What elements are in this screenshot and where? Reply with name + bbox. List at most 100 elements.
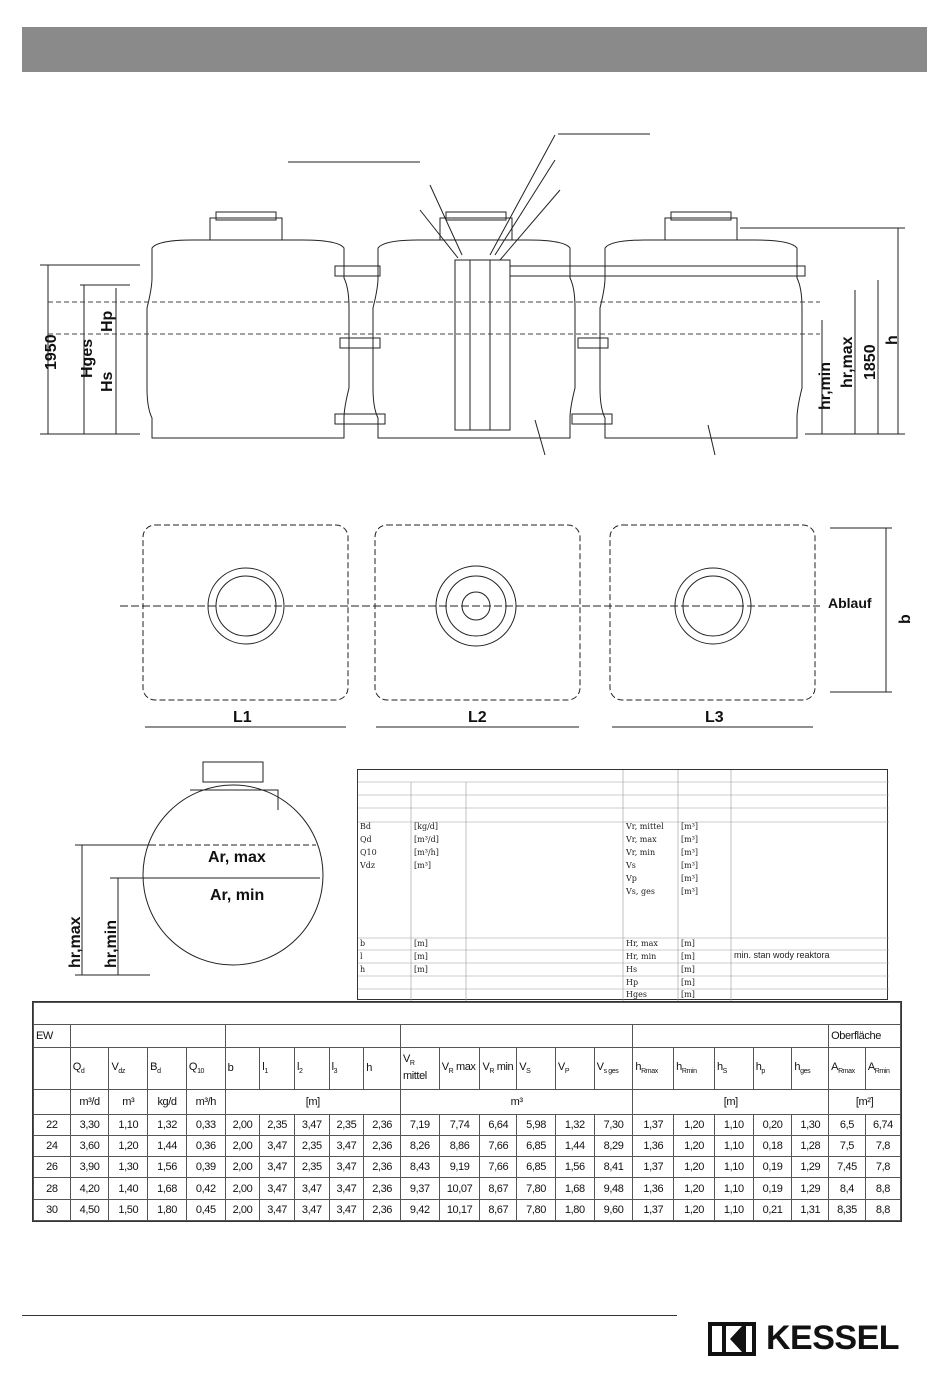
legend-unit-hs: [m] [681,965,695,974]
value-cell: 1,20 [673,1198,715,1222]
legend-unit-vr-max: [m³] [681,835,699,844]
label-b: b [897,614,914,624]
legend-sym-l: l [360,952,363,961]
legend-unit-vs: [m³] [681,861,699,870]
value-cell: 0,36 [185,1134,226,1158]
label-ar-max: Ar, max [208,849,266,866]
ew-cell: 24 [33,1134,71,1158]
legend-sym-q10: Q10 [360,848,377,857]
label-ar-min: Ar, min [210,887,264,904]
value-cell: 1,80 [554,1198,595,1222]
value-cell: 2,00 [224,1177,261,1200]
elevation-drawing: 1950 Hges Hp Hs hr,min hr,max 1850 h [40,133,905,456]
value-cell: 8,8 [864,1177,902,1200]
value-cell: 1,10 [713,1198,754,1222]
legend-sym-hr-max: Hr, max [626,939,658,948]
legend-sym-vp: Vp [626,874,637,883]
group-header-dims [224,1024,401,1048]
value-cell: 7,8 [864,1134,902,1158]
legend-unit-q10: [m³/h] [414,848,439,857]
legend-unit-vr-min: [m³] [681,848,699,857]
value-cell: 1,20 [108,1134,149,1158]
value-cell: 1,68 [147,1177,187,1200]
value-cell: 0,18 [752,1134,793,1158]
value-cell: 1,56 [554,1156,595,1179]
value-cell: 3,47 [328,1134,365,1158]
label-hr-max: hr,max [839,336,856,388]
value-cell: 3,47 [259,1177,295,1200]
kessel-logo-text: KESSEL [766,1319,900,1357]
value-cell: 2,36 [363,1113,401,1136]
value-cell: 1,32 [147,1113,187,1136]
value-cell: 7,19 [399,1113,440,1136]
value-cell: 1,30 [108,1156,149,1179]
unit-row: m³/d m³ kg/d m³/h [m] m³ [m] [m²] [33,1089,901,1115]
value-cell: 1,44 [147,1134,187,1158]
value-cell: 6,64 [479,1113,518,1136]
label-l1: L1 [233,709,252,726]
value-cell: 1,37 [632,1156,675,1179]
ew-cell: 28 [33,1177,71,1200]
value-cell: 1,10 [108,1113,149,1136]
legend-unit-h: [m] [414,965,428,974]
label-ablauf: Ablauf [828,595,872,611]
legend-sym-h: h [360,965,366,974]
legend-sym-vr-min: Vr, min [626,848,656,857]
value-cell: 2,00 [224,1134,261,1158]
legend-sym-b: b [360,939,366,948]
value-cell: 0,42 [185,1177,226,1200]
value-cell: 3,47 [328,1177,365,1200]
value-cell: 10,17 [438,1198,481,1222]
ew-cell: 26 [33,1156,71,1179]
value-cell: 3,47 [328,1156,365,1179]
value-cell: 7,80 [516,1198,556,1222]
value-cell: 7,45 [828,1156,866,1179]
value-cell: 0,21 [752,1198,793,1222]
value-cell: 8,35 [828,1198,866,1222]
label-section-hr-max: hr,max [67,916,84,968]
value-cell: 1,20 [673,1134,715,1158]
value-cell: 3,47 [259,1134,295,1158]
value-cell: 7,74 [438,1113,481,1136]
value-cell: 1,10 [713,1156,754,1179]
legend-sym-hs: Hs [626,965,638,974]
value-cell: 3,47 [293,1198,330,1222]
value-cell: 3,60 [69,1134,110,1158]
value-cell: 2,00 [224,1156,261,1179]
value-cell: 8,41 [593,1156,634,1179]
value-cell: 1,44 [554,1134,595,1158]
section-drawing: Ar, max Ar, min hr,max hr,min [67,761,324,976]
legend-unit-bd: [kg/d] [414,822,439,831]
value-cell: 2,36 [363,1134,401,1158]
value-cell: 7,80 [516,1177,556,1200]
label-section-hr-min: hr,min [103,920,120,968]
value-cell: 9,48 [593,1177,634,1200]
legend-sym-vs-ges: Vs, ges [626,887,655,896]
value-cell: 1,20 [673,1177,715,1200]
value-cell: 3,47 [293,1177,330,1200]
value-cell: 8,8 [864,1198,902,1222]
value-cell: 2,36 [363,1198,401,1222]
legend-unit-qd: [m³/d] [414,835,439,844]
label-l3: L3 [705,709,724,726]
legend-unit-vr-mittel: [m³] [681,822,699,831]
value-cell: 1,56 [147,1156,187,1179]
label-hp: Hp [99,310,116,332]
value-cell: 1,37 [632,1198,675,1222]
label-hges: Hges [79,339,96,378]
dim-1850: 1850 [862,344,879,380]
header-bar [22,27,927,72]
legend-sym-hp: Hp [626,978,639,987]
value-cell: 6,85 [516,1134,556,1158]
value-cell: 2,35 [259,1113,295,1136]
data-table: EW Oberfläche Qd Vdz Bd Q10 b l1 l2 l3 h… [32,1001,902,1222]
value-cell: 2,35 [293,1134,330,1158]
legend-sym-hr-min: Hr, min [626,952,657,961]
value-cell: 1,40 [108,1177,149,1200]
value-cell: 10,07 [438,1177,481,1200]
value-cell: 4,50 [69,1198,110,1222]
value-cell: 1,80 [147,1198,187,1222]
value-cell: 7,30 [593,1113,634,1136]
